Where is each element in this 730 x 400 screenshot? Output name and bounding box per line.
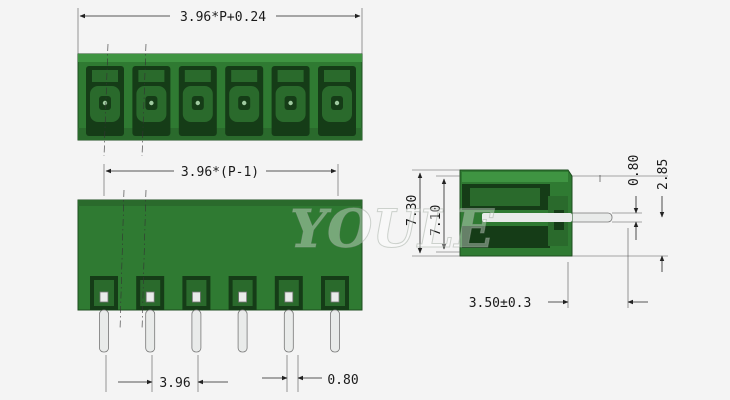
pitch-label: 3.96: [159, 376, 190, 391]
watermark-logo: YOULE: [290, 199, 495, 260]
inner-height-label: 7.10: [429, 205, 444, 236]
top-view-cells: [86, 66, 356, 136]
front-view-pins: [90, 276, 349, 353]
pin-offset-label: 2.85: [656, 159, 671, 190]
front-view-pin: [90, 276, 118, 353]
height-label: 7.30: [405, 195, 420, 226]
top-view-cell: [318, 66, 356, 136]
front-view-pin: [182, 276, 211, 353]
top-view-cell: [178, 66, 217, 136]
front-view-body: [77, 199, 363, 311]
overall-width-label: 3.96*P+0.24: [180, 10, 266, 25]
top-view: 3.96*P+0.24: [77, 7, 363, 157]
front-view-pin: [136, 276, 165, 353]
front-view: 3.96*(P-1) 3.96 0.80: [77, 162, 363, 392]
top-view-body: [77, 53, 363, 141]
pin-span-label: 3.96*(P-1): [181, 165, 259, 180]
top-view-cell: [271, 66, 310, 136]
front-view-pin: [228, 276, 257, 353]
top-view-cell: [86, 66, 124, 136]
front-view-pin: [274, 276, 303, 353]
top-view-cell: [132, 66, 171, 136]
side-view: 7.30 7.10 0.80 2.85 3.50±0.3: [405, 155, 671, 311]
pin-width-label: 0.80: [327, 373, 358, 388]
front-view-pin: [321, 276, 349, 353]
pin-thickness-label: 0.80: [627, 155, 642, 186]
top-view-cell: [225, 66, 264, 136]
pin-length-label: 3.50±0.3: [469, 296, 532, 311]
